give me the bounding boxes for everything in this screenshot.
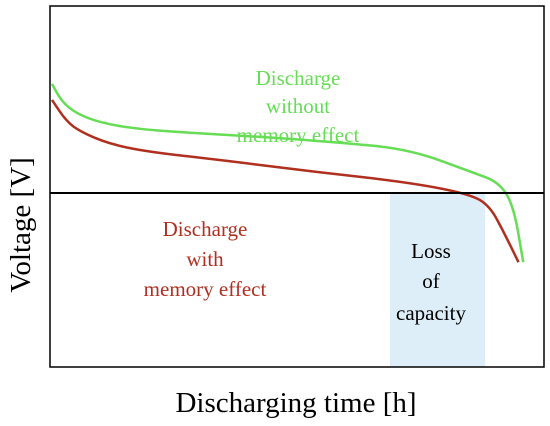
series-line-0 — [50, 83, 525, 263]
plot-frame — [49, 5, 545, 368]
annotation-with-memory-line-3: memory effect — [144, 277, 267, 301]
loss-label-line-2: of — [422, 269, 440, 293]
annotation-without-memory-line-2: without — [266, 94, 330, 118]
annotation-without-memory-line-3: memory effect — [237, 123, 360, 147]
annotation-with-memory-line-1: Discharge — [163, 217, 248, 241]
annotation-without-memory-line-1: Discharge — [256, 66, 341, 90]
loss-label-line-1: Loss — [411, 239, 451, 263]
loss-of-capacity-region — [389, 193, 486, 367]
loss-label-line-3: capacity — [396, 301, 466, 325]
x-axis-label: Discharging time [h] — [175, 387, 416, 419]
series-layer — [50, 83, 525, 263]
y-axis-label: Voltage [V] — [5, 157, 37, 293]
annotation-with-memory-line-2: with — [186, 247, 224, 271]
series-line-1 — [50, 99, 520, 263]
